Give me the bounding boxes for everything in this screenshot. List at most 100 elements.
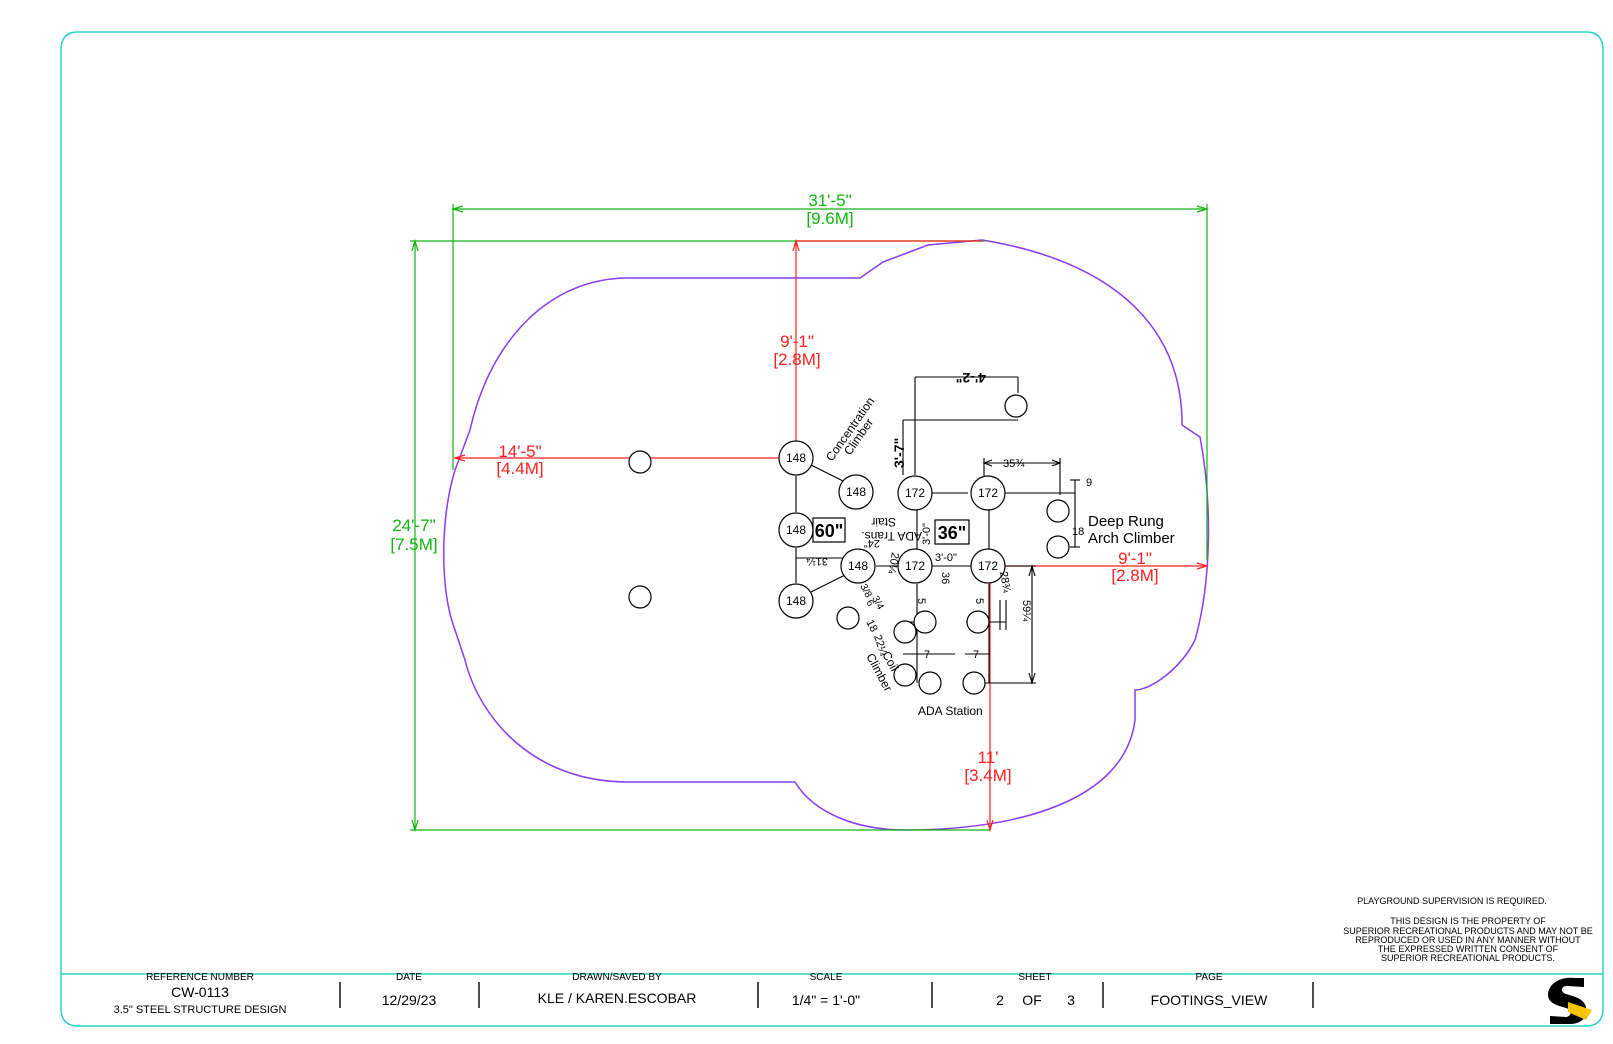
anchor-6 [836,606,860,630]
left-offset-imperial: 14'-5" [498,442,541,461]
sheet-border [60,31,1604,1027]
page-label: PAGE [1195,972,1222,983]
top-offset-imperial: 9'-1" [780,332,814,351]
note-property-1: THIS DESIGN IS THE PROPERTY OF [1390,916,1546,926]
anchor-3 [1004,394,1028,418]
anchor-2 [628,585,652,609]
post-label-f: 172 [905,486,925,500]
post-label-b: 148 [846,485,866,499]
post-label-c: 148 [786,523,806,537]
sheet-total: 3 [1067,992,1075,1008]
anchor-4 [1046,499,1070,523]
label-deep-rung-2: Arch Climber [1088,530,1175,547]
date-value: 12/29/23 [382,992,437,1008]
dim-5a: 5 [915,598,927,604]
offset-dimensions [452,238,1210,833]
dim-35-3q: 35¾ [1003,458,1025,470]
deck-height-box-a [812,517,846,543]
note-property-3: REPRODUCED OR USED IN ANY MANNER WITHOUT [1355,935,1581,945]
date-label: DATE [396,972,422,983]
post-f [897,475,933,511]
overall-width-imperial: 31'-5" [808,191,851,210]
reference-sub: 3.5" STEEL STRUCTURE DESIGN [114,1004,287,1016]
surfacing-outline [443,239,1210,831]
post-a [778,440,814,476]
dim-20q: 20¼ [885,551,901,575]
dim-7b: 7 [973,649,979,661]
right-offset-metric: [2.8M] [1111,566,1158,585]
post-e [840,548,876,584]
page-value: FOOTINGS_VIEW [1151,992,1268,1008]
post-labels: 148 148 148 148 148 172 172 172 172 [786,451,998,608]
dim-9: 9 [1086,477,1092,489]
anchor-10 [893,663,917,687]
dim-3-0h: 3'-0" [935,552,957,564]
dim-3-0v: 3'-0" [921,523,933,545]
deck-height-a: 60" [815,521,844,541]
post-b [838,474,874,510]
deck-height-b: 36" [938,523,967,543]
posts [778,440,1006,619]
anchor-5 [1046,535,1070,559]
post-label-d: 148 [786,594,806,608]
label-ada-trans: ADA Trans. [861,529,922,543]
overall-depth-metric: [7.5M] [390,535,437,554]
note-property-5: SUPERIOR RECREATIONAL PRODUCTS. [1381,953,1555,963]
overall-width-dimension [450,204,1210,560]
scale-label: SCALE [810,972,843,983]
post-i [970,548,1006,584]
post-label-g: 172 [978,486,998,500]
label-stair: Stair [871,515,896,529]
dim-6: 6 [863,598,876,608]
right-offset-imperial: 9'-1" [1118,549,1152,568]
post-label-a: 148 [786,451,806,465]
drawn-label: DRAWN/SAVED BY [572,972,662,983]
title-block: REFERENCE NUMBER CW-0113 3.5" STEEL STRU… [114,972,1269,1016]
anchor-9 [966,610,990,634]
anchor-12 [962,671,986,695]
post-g [970,475,1006,511]
sheet-num: 2 [996,992,1004,1008]
structure-linework [795,376,1080,685]
deck-height-box-b [934,519,970,545]
reference-value: CW-0113 [171,984,229,1000]
bottom-offset-metric: [3.4M] [964,766,1011,785]
anchor-footings [628,394,1070,695]
dim-5b: 5 [973,598,985,604]
top-offset-metric: [2.8M] [773,350,820,369]
sheet-label: SHEET [1018,972,1051,983]
overall-depth-imperial: 24'-7" [392,516,435,535]
reference-label: REFERENCE NUMBER [146,972,254,983]
dim-31q: 31¼ [806,555,828,567]
post-label-i: 172 [978,559,998,573]
dim-3-7: 3'-7" [891,438,907,468]
post-h [897,548,933,584]
dim-18b: 18 [863,618,879,634]
post-d [778,583,814,619]
company-logo [1548,977,1592,1024]
note-supervision: PLAYGROUND SUPERVISION IS REQUIRED. [1357,896,1547,906]
anchor-7 [893,620,917,644]
post-label-e: 148 [848,559,868,573]
post-label-h: 172 [905,559,925,573]
bottom-offset-imperial: 11' [978,748,999,767]
label-deep-rung-1: Deep Rung [1088,513,1164,530]
dim-28-3q: 28¾ [997,570,1013,594]
note-property-4: THE EXPRESSED WRITTEN CONSENT OF [1378,944,1559,954]
drawn-value: KLE / KAREN.ESCOBAR [538,990,697,1006]
anchor-8 [913,610,937,634]
label-ada-station: ADA Station [918,704,983,718]
note-property-2: SUPERIOR RECREATIONAL PRODUCTS AND MAY N… [1343,926,1593,936]
dim-36: 36 [939,572,951,584]
anchor-1 [628,450,652,474]
anchor-11 [918,671,942,695]
title-block-separators [339,982,1314,1008]
dim-24: 24" [864,537,880,549]
dim-59q: 59¼ [1020,600,1032,622]
scale-value: 1/4" = 1'-0" [792,992,860,1008]
sheet-of: OF [1022,992,1041,1008]
dim-4-2: 4'-2" [956,370,986,386]
overall-width-metric: [9.6M] [806,209,853,228]
notes: PLAYGROUND SUPERVISION IS REQUIRED. THIS… [1343,896,1593,963]
